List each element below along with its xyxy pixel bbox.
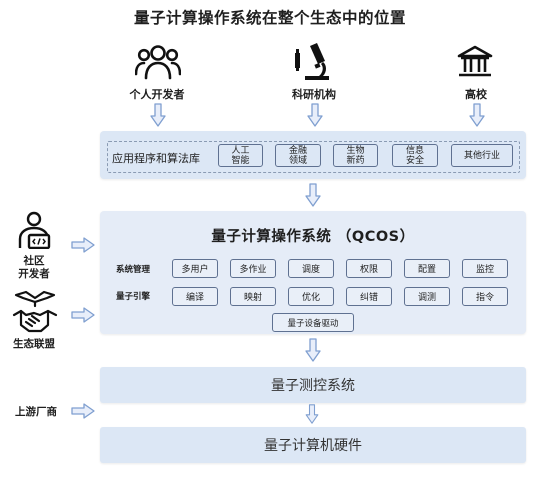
down-arrow [305,183,321,207]
right-arrow [71,403,95,419]
handshake-icon [12,290,58,333]
application-layer-label: 应用程序和算法库 [112,152,200,165]
module-configuration: 配置 [404,259,450,278]
microscope-icon [295,43,329,80]
community-developer-icon [18,211,51,249]
developers-icon [135,45,181,80]
down-arrow [307,103,323,127]
module-multi-job: 多作业 [230,259,276,278]
app-item-security: 信息 安全 [392,144,438,167]
module-permission: 权限 [346,259,392,278]
module-mapping: 映射 [230,287,276,306]
qcos-title: 量子计算操作系统 （QCOS） [211,229,415,245]
app-item-biomed: 生物 新药 [333,144,378,167]
module-instruction: 指令 [462,287,508,306]
row-label-system-management: 系统管理 [116,265,151,275]
module-error-correction: 纠错 [346,287,392,306]
top-entity-label: 科研机构 [292,88,336,101]
module-scheduling: 调度 [288,259,334,278]
down-arrow [469,103,485,127]
app-item-ai: 人工 智能 [218,144,263,167]
module-compile: 编译 [172,287,218,306]
left-entity-label: 上游厂商 [15,406,57,418]
module-monitoring: 监控 [462,259,508,278]
right-arrow [71,307,95,323]
hardware-layer: 量子计算机硬件 [100,427,526,463]
app-item-other: 其他行业 [451,144,513,167]
university-icon [457,45,493,77]
top-entity-label: 高校 [465,88,487,101]
left-entity-label: 社区 开发者 [18,255,50,280]
top-entity-label: 个人开发者 [129,88,185,101]
app-item-finance: 金融 领域 [275,144,321,167]
diagram-title: 量子计算操作系统在整个生态中的位置 [133,9,406,27]
left-entity-label: 生态联盟 [13,338,55,350]
down-arrow [150,103,166,127]
module-device-driver: 量子设备驱动 [272,313,354,332]
down-arrow [305,404,319,424]
right-arrow [71,237,95,253]
row-label-quantum-engine: 量子引擎 [116,292,151,302]
down-arrow [305,338,321,362]
module-multi-user: 多用户 [172,259,218,278]
module-debugging: 调测 [404,287,450,306]
application-layer-frame [107,141,520,173]
control-system-layer: 量子测控系统 [100,367,526,403]
module-optimization: 优化 [288,287,334,306]
